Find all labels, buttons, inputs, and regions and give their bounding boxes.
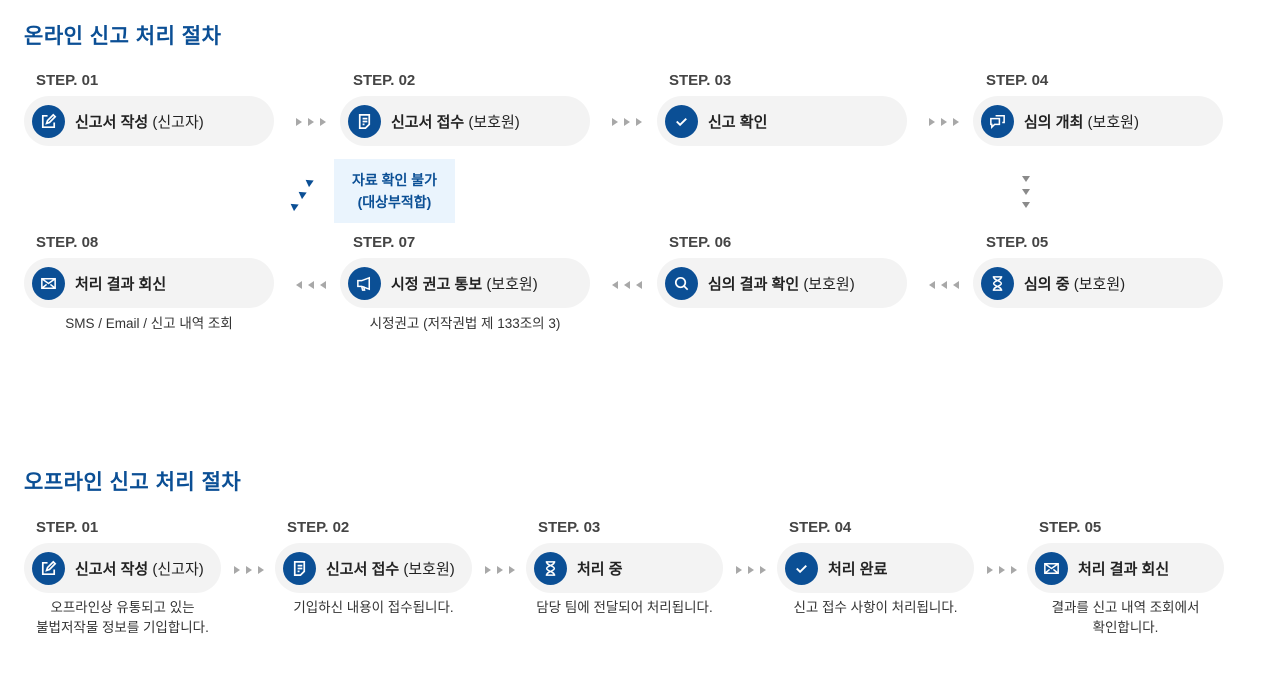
arrow-diagonal-icon: [305, 176, 316, 188]
step-role: (보호원): [468, 113, 520, 131]
offline-step-04: 처리 완료: [777, 543, 974, 593]
online-step-08: 처리 결과 회신: [24, 258, 274, 308]
desc-line: 오프라인상 유통되고 있는: [50, 600, 195, 615]
step-role: (보호원): [486, 275, 538, 293]
step-label: STEP. 05: [986, 234, 1049, 251]
offline-step-02: 신고서 접수 (보호원): [275, 543, 472, 593]
mail-icon: [32, 266, 65, 300]
arrow-diagonal-icon: [290, 200, 301, 212]
online-step-03: 신고 확인: [657, 96, 907, 146]
step-label: STEP. 01: [36, 519, 99, 536]
step-description: 결과를 신고 내역 조회에서 확인합니다.: [1027, 598, 1224, 638]
step-label: STEP. 01: [36, 72, 99, 89]
step-name: 처리 완료: [828, 560, 888, 578]
step-role: (신고자): [152, 560, 204, 578]
search-icon: [665, 266, 698, 300]
arrow-diagonal-icon: [298, 188, 309, 200]
document-icon: [348, 104, 381, 138]
step-name: 시정 권고 통보: [391, 275, 483, 293]
hourglass-icon: [981, 266, 1014, 300]
step-name: 처리 결과 회신: [75, 275, 167, 293]
megaphone-icon: [348, 266, 381, 300]
edit-icon: [32, 104, 65, 138]
step-label: STEP. 05: [1039, 519, 1102, 536]
step-name: 신고서 작성: [75, 560, 149, 578]
check-icon: [665, 104, 698, 138]
step-name: 심의 중: [1024, 275, 1070, 293]
step-name: 처리 중: [577, 560, 623, 578]
arrow-left: [296, 281, 326, 289]
step-name: 심의 개최: [1024, 113, 1084, 131]
arrow-right: [987, 566, 1017, 574]
step-description: 기입하신 내용이 접수됩니다.: [293, 600, 454, 615]
online-section-title: 온라인 신고 처리 절차: [24, 25, 222, 48]
hourglass-icon: [534, 551, 567, 585]
online-step-04: 심의 개최 (보호원): [973, 96, 1223, 146]
step-description: SMS / Email / 신고 내역 조회: [65, 316, 233, 331]
step-label: STEP. 03: [538, 519, 601, 536]
step-label: STEP. 03: [669, 72, 732, 89]
check-icon: [785, 551, 818, 585]
step-description: 시정권고 (저작권법 제 133조의 3): [369, 316, 561, 331]
step-name: 심의 결과 확인: [708, 275, 800, 293]
arrow-right: [234, 566, 264, 574]
step-label: STEP. 02: [287, 519, 350, 536]
arrow-right: [296, 118, 326, 126]
arrow-left: [929, 281, 959, 289]
step-label: STEP. 04: [789, 519, 852, 536]
arrow-right: [612, 118, 642, 126]
notice-line1: 자료 확인 불가: [351, 172, 438, 188]
notice-line2: (대상부적합): [357, 194, 432, 210]
online-step-02: 신고서 접수 (보호원): [340, 96, 590, 146]
online-step-01: 신고서 작성 (신고자): [24, 96, 274, 146]
step-name: 처리 결과 회신: [1078, 560, 1170, 578]
online-step-06: 심의 결과 확인 (보호원): [657, 258, 907, 308]
step-name: 신고서 접수: [391, 113, 465, 131]
mail-icon: [1035, 551, 1068, 585]
desc-line: 확인합니다.: [1092, 620, 1159, 635]
step-name: 신고서 접수: [326, 560, 400, 578]
arrow-left: [612, 281, 642, 289]
step-role: (보호원): [1087, 113, 1139, 131]
arrow-right: [736, 566, 766, 574]
step-label: STEP. 06: [669, 234, 732, 251]
step-description: 오프라인상 유통되고 있는 불법저작물 정보를 기입합니다.: [24, 598, 221, 638]
step-role: (신고자): [152, 113, 204, 131]
offline-section-title: 오프라인 신고 처리 절차: [24, 471, 242, 494]
step-description: 신고 접수 사항이 처리됩니다.: [793, 600, 958, 615]
desc-line: 결과를 신고 내역 조회에서: [1051, 600, 1200, 615]
offline-step-03: 처리 중: [526, 543, 723, 593]
online-step-07: 시정 권고 통보 (보호원): [340, 258, 590, 308]
step-description: 담당 팀에 전달되어 처리됩니다.: [536, 600, 713, 615]
arrow-down: [1022, 176, 1030, 208]
arrow-right: [929, 118, 959, 126]
step-label: STEP. 04: [986, 72, 1049, 89]
offline-step-01: 신고서 작성 (신고자): [24, 543, 221, 593]
online-step-05: 심의 중 (보호원): [973, 258, 1223, 308]
step-label: STEP. 08: [36, 234, 99, 251]
chat-icon: [981, 104, 1014, 138]
desc-line: 불법저작물 정보를 기입합니다.: [36, 620, 209, 635]
step-name: 신고서 작성: [75, 113, 149, 131]
step-role: (보호원): [403, 560, 455, 578]
offline-step-05: 처리 결과 회신: [1027, 543, 1224, 593]
step-name: 신고 확인: [708, 113, 768, 131]
step-label: STEP. 02: [353, 72, 416, 89]
document-icon: [283, 551, 316, 585]
step-label: STEP. 07: [353, 234, 416, 251]
edit-icon: [32, 551, 65, 585]
step-role: (보호원): [1073, 275, 1126, 293]
arrow-right: [485, 566, 515, 574]
notice-unavailable: 자료 확인 불가 (대상부적합): [334, 159, 455, 223]
step-role: (보호원): [803, 275, 855, 293]
